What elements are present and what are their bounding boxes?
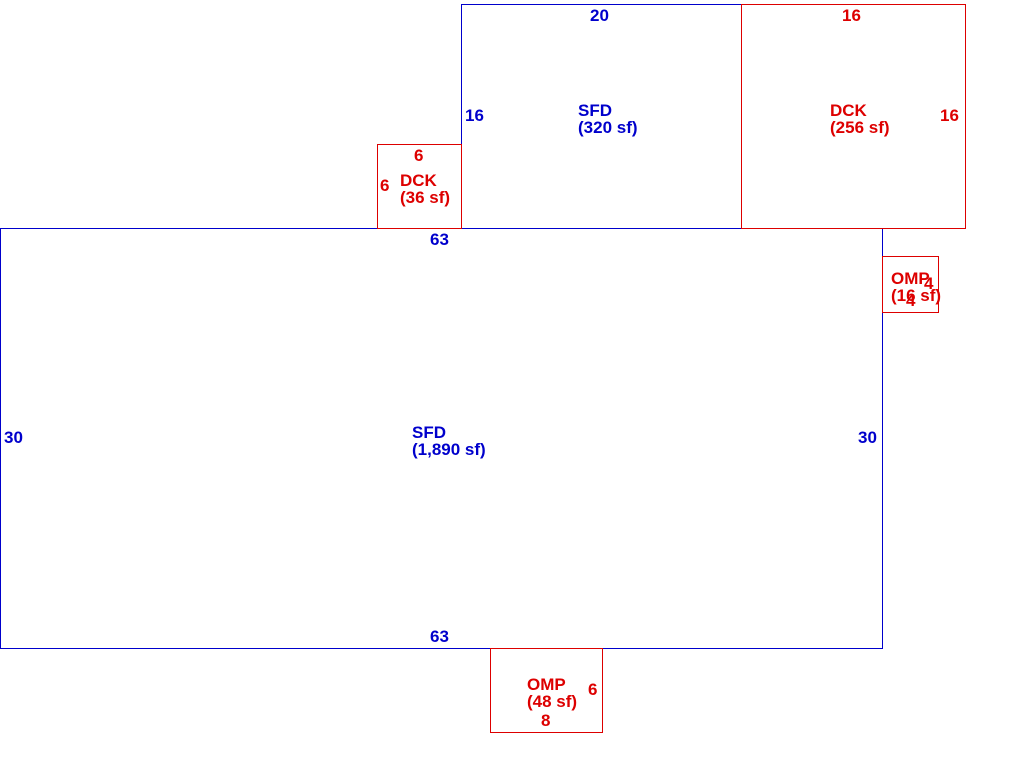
omp-bottom-dim-bottom: 8	[541, 711, 551, 730]
dck-small-dim-top: 6	[414, 146, 424, 165]
dck-small-dim-left: 6	[380, 176, 390, 195]
sfd-main-code: SFD	[412, 423, 446, 442]
omp-small-code: OMP	[891, 269, 930, 288]
sfd-main-area-label: (1,890 sf)	[412, 440, 486, 459]
sfd-main-dim-bottom: 63	[430, 627, 449, 646]
omp-small-area	[882, 256, 939, 313]
dck-large-area	[741, 4, 966, 229]
sfd-main-dim-left: 30	[4, 428, 23, 447]
dck-large-dim-right: 16	[940, 106, 959, 125]
omp-bottom-code: OMP	[527, 675, 566, 694]
sfd-upper-code: SFD	[578, 101, 612, 120]
omp-small-dim-bottom: 4	[906, 291, 916, 310]
dck-large-dim-top: 16	[842, 6, 861, 25]
sfd-main-dim-right: 30	[858, 428, 877, 447]
sfd-main-dim-top: 63	[430, 230, 449, 249]
omp-bottom-dim-right: 6	[588, 680, 598, 699]
sfd-upper-dim-left: 16	[465, 106, 484, 125]
dck-small-area	[377, 144, 462, 229]
sfd-upper-dim-top: 20	[590, 6, 609, 25]
omp-bottom-area-label: (48 sf)	[527, 692, 578, 711]
dck-small-code: DCK	[400, 171, 437, 190]
omp-small-dim-right: 4	[924, 274, 934, 293]
dck-small-area-label: (36 sf)	[400, 188, 451, 207]
sfd-upper-area-label: (320 sf)	[578, 118, 638, 137]
omp-small-area-label: (16 sf)	[891, 286, 942, 305]
dck-large-area-label: (256 sf)	[830, 118, 890, 137]
dck-large-code: DCK	[830, 101, 867, 120]
omp-bottom-area	[490, 648, 603, 733]
